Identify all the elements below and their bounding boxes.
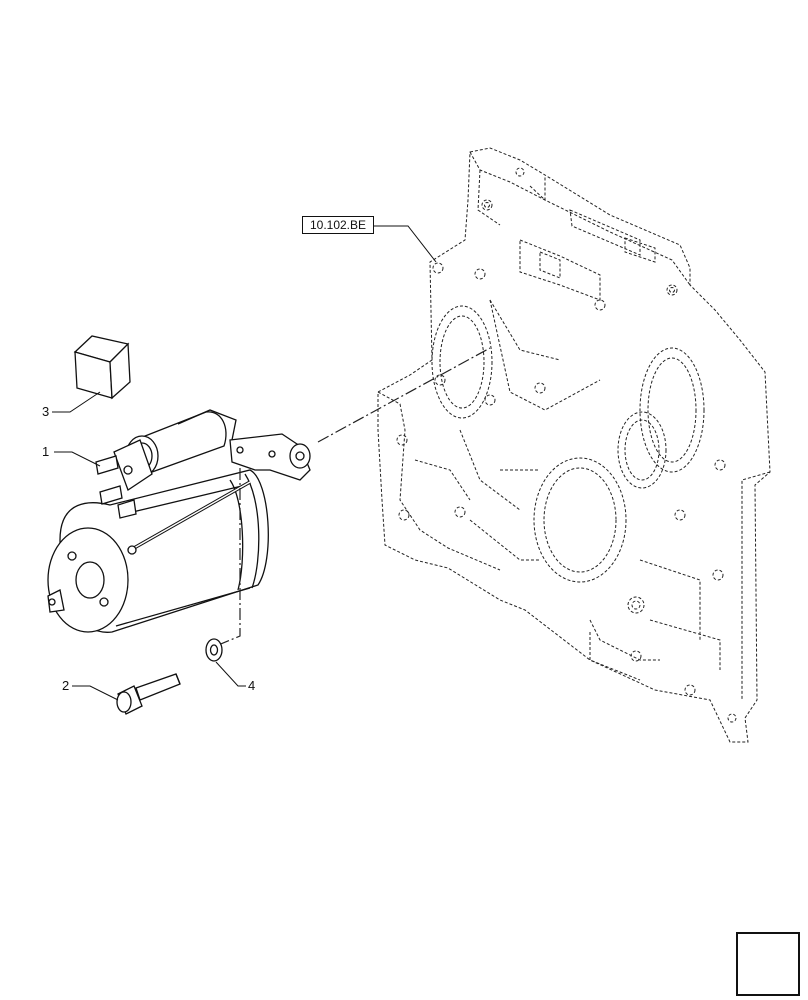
washer-centerline (215, 468, 241, 647)
reference-leader-line (374, 225, 437, 263)
assembly-centerline (317, 347, 491, 443)
callout-4: 4 (248, 678, 256, 693)
item-3-cap (73, 335, 131, 400)
callout-3: 3 (42, 404, 50, 419)
reference-link[interactable]: 10.102.BE (302, 216, 374, 234)
reference-label: 10.102.BE (309, 218, 367, 232)
callout-1-leader (54, 451, 101, 467)
engine-front-cover-phantom (377, 147, 771, 743)
callout-4-leader (215, 661, 246, 687)
previous-page-button[interactable] (736, 932, 800, 996)
callout-2-leader (72, 685, 119, 701)
callout-3-leader (52, 391, 101, 413)
item-1-starter-motor (47, 409, 311, 633)
item-2-bolt (116, 673, 181, 715)
callout-2: 2 (62, 678, 70, 693)
callout-1: 1 (42, 444, 50, 459)
item-4-washer (205, 638, 223, 662)
